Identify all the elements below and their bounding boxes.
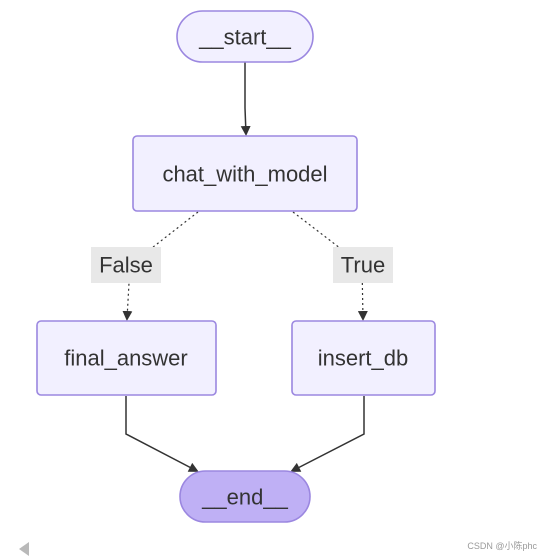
edge-insert-db-to-end [290, 396, 365, 472]
node-start[interactable]: __start__ [176, 10, 314, 63]
edge-start-to-chat [240, 62, 251, 136]
node-insert-db[interactable]: insert_db [291, 320, 436, 396]
watermark: CSDN @小陈phc [467, 541, 537, 551]
scroll-left-arrow-icon[interactable] [19, 542, 29, 556]
edge-label-false-text: False [99, 253, 153, 278]
node-end-label: __end__ [201, 485, 288, 510]
edge-label-true: True [333, 247, 393, 283]
edge-final-answer-to-end [125, 396, 199, 472]
node-final-answer-label: final_answer [64, 346, 188, 371]
node-chat-with-model[interactable]: chat_with_model [132, 135, 358, 212]
node-final-answer[interactable]: final_answer [36, 320, 217, 396]
node-chat-with-model-label: chat_with_model [162, 162, 327, 187]
node-end[interactable]: __end__ [179, 470, 311, 523]
node-start-label: __start__ [198, 25, 291, 50]
edge-label-true-text: True [341, 253, 385, 278]
edge-label-false: False [91, 247, 161, 283]
node-insert-db-label: insert_db [318, 346, 409, 371]
